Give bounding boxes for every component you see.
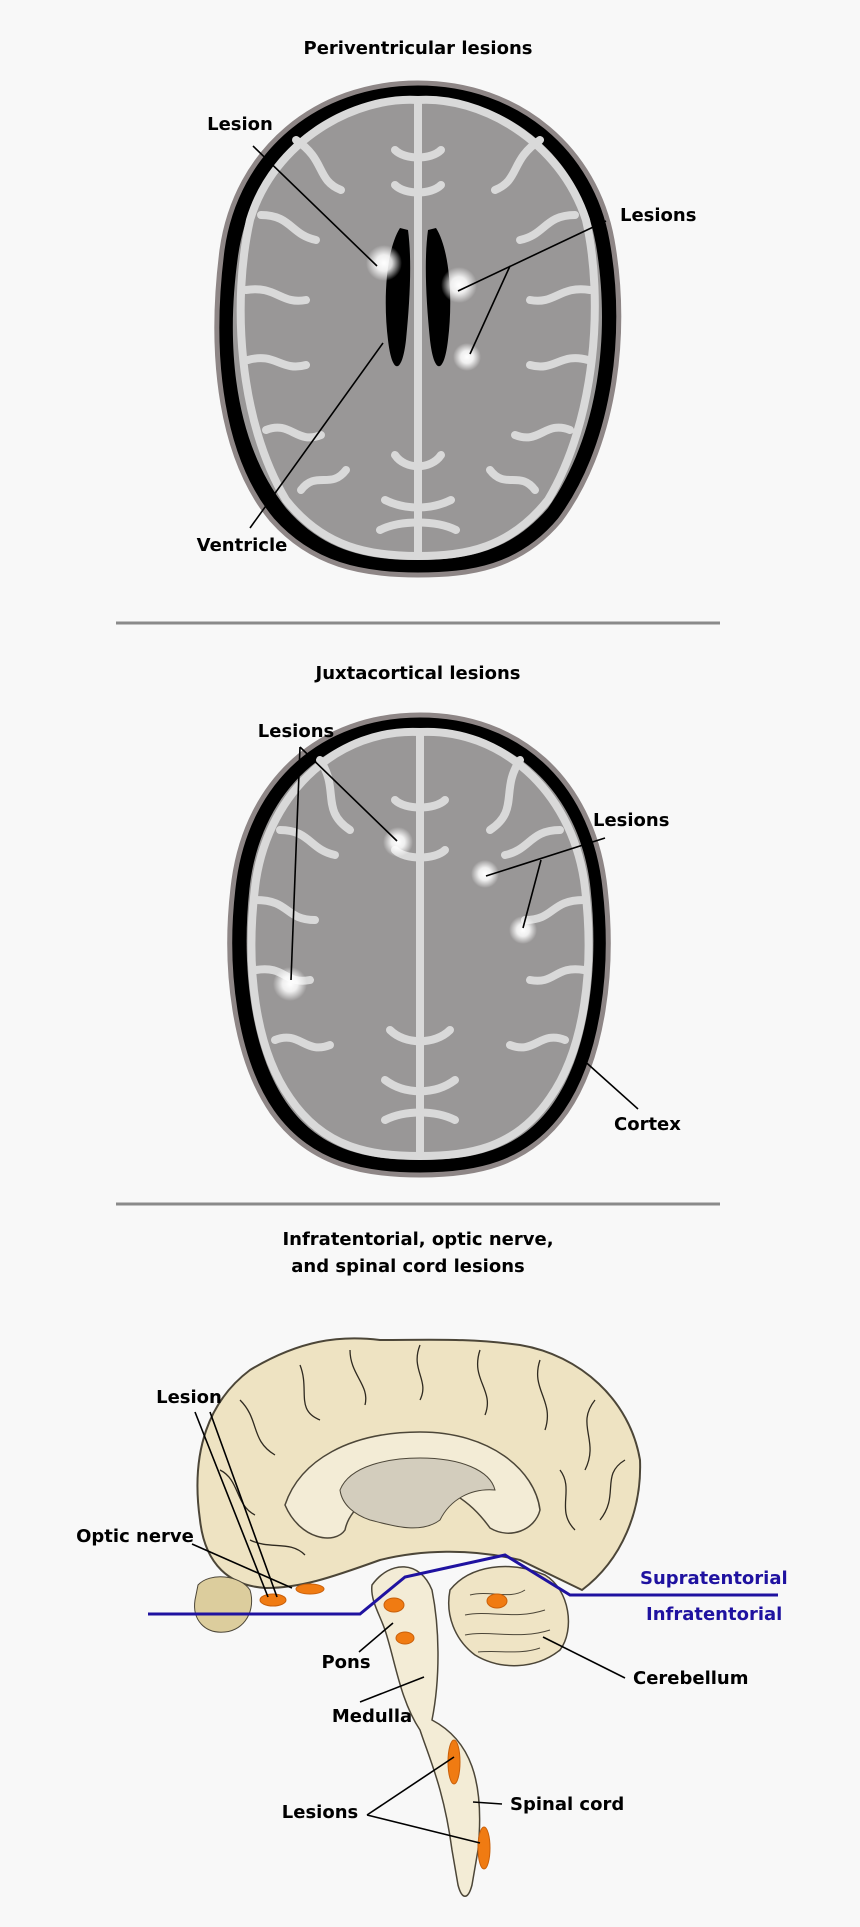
lesion-glow bbox=[441, 267, 477, 303]
frontal-pole bbox=[194, 1576, 252, 1633]
label-cortex: Cortex bbox=[614, 1114, 681, 1135]
lesion-orange bbox=[295, 1583, 325, 1595]
lesion-orange bbox=[477, 1826, 491, 1870]
leader-line bbox=[366, 1814, 481, 1844]
lesion-glow bbox=[509, 916, 537, 944]
leader-line bbox=[358, 1622, 394, 1653]
label-lesions: Lesions bbox=[282, 1802, 358, 1823]
label-medulla: Medulla bbox=[332, 1706, 412, 1727]
lesion-orange bbox=[259, 1593, 287, 1607]
label-infratentorial: Infratentorial bbox=[646, 1604, 782, 1625]
tentorium-line bbox=[148, 1553, 778, 1616]
label-lesions-left: Lesions bbox=[258, 721, 334, 742]
lesion-glow bbox=[366, 245, 402, 281]
periventricular-title: Periventricular lesions bbox=[304, 38, 533, 59]
cerebellum bbox=[448, 1565, 570, 1667]
lesion-orange bbox=[383, 1597, 405, 1613]
lesion-orange bbox=[395, 1631, 415, 1645]
label-supratentorial: Supratentorial bbox=[640, 1568, 788, 1589]
leader-line bbox=[209, 1411, 278, 1598]
brainstem bbox=[371, 1566, 481, 1897]
leader-line bbox=[579, 1056, 639, 1110]
leader-line bbox=[542, 1636, 626, 1679]
infratentorial-title-line2: and spinal cord lesions bbox=[291, 1256, 525, 1277]
leader-line bbox=[457, 220, 607, 292]
label-pons: Pons bbox=[321, 1652, 370, 1673]
label-cerebellum: Cerebellum bbox=[633, 1668, 749, 1689]
lesion-orange bbox=[486, 1593, 508, 1609]
periventricular-panel: Periventricular lesions bbox=[197, 38, 696, 578]
label-optic-nerve: Optic nerve bbox=[76, 1526, 194, 1547]
ventricle-right bbox=[425, 228, 451, 367]
leader-line bbox=[522, 859, 542, 929]
leader-line bbox=[299, 746, 398, 842]
leader-line bbox=[485, 837, 606, 877]
juxtacortical-title: Juxtacortical lesions bbox=[314, 663, 521, 684]
leader-line bbox=[290, 746, 301, 981]
label-lesions-right: Lesions bbox=[593, 810, 669, 831]
infratentorial-panel: Infratentorial, optic nerve, and spinal … bbox=[76, 1229, 788, 1897]
lesion-glow bbox=[273, 967, 307, 1001]
leader-line bbox=[359, 1676, 425, 1703]
leader-line bbox=[252, 145, 378, 267]
leader-line bbox=[472, 1801, 503, 1805]
cerebral-sulci bbox=[219, 1344, 626, 1556]
sagittal-brain bbox=[148, 1337, 778, 1897]
ventricle-sagittal bbox=[339, 1457, 496, 1529]
lesion-glow bbox=[471, 860, 499, 888]
infratentorial-title-line1: Infratentorial, optic nerve, bbox=[282, 1229, 553, 1250]
cortex-gyri bbox=[236, 95, 599, 560]
label-lesion: Lesion bbox=[156, 1387, 222, 1408]
label-lesion: Lesion bbox=[207, 114, 273, 135]
leader-line bbox=[191, 1543, 293, 1589]
lesion-orange bbox=[447, 1739, 461, 1785]
lesion-glow bbox=[453, 343, 481, 371]
axial-brain-juxtacortical bbox=[227, 712, 611, 1178]
juxtacortical-panel: Juxtacortical lesions bbox=[227, 663, 681, 1178]
label-ventricle: Ventricle bbox=[197, 535, 288, 556]
label-lesions: Lesions bbox=[620, 205, 696, 226]
leader-line bbox=[194, 1411, 269, 1598]
axial-brain-periventricular bbox=[214, 80, 622, 578]
label-spinal-cord: Spinal cord bbox=[510, 1794, 624, 1815]
leader-line bbox=[366, 1756, 455, 1816]
leader-line bbox=[249, 342, 384, 529]
leader-line bbox=[469, 265, 511, 355]
